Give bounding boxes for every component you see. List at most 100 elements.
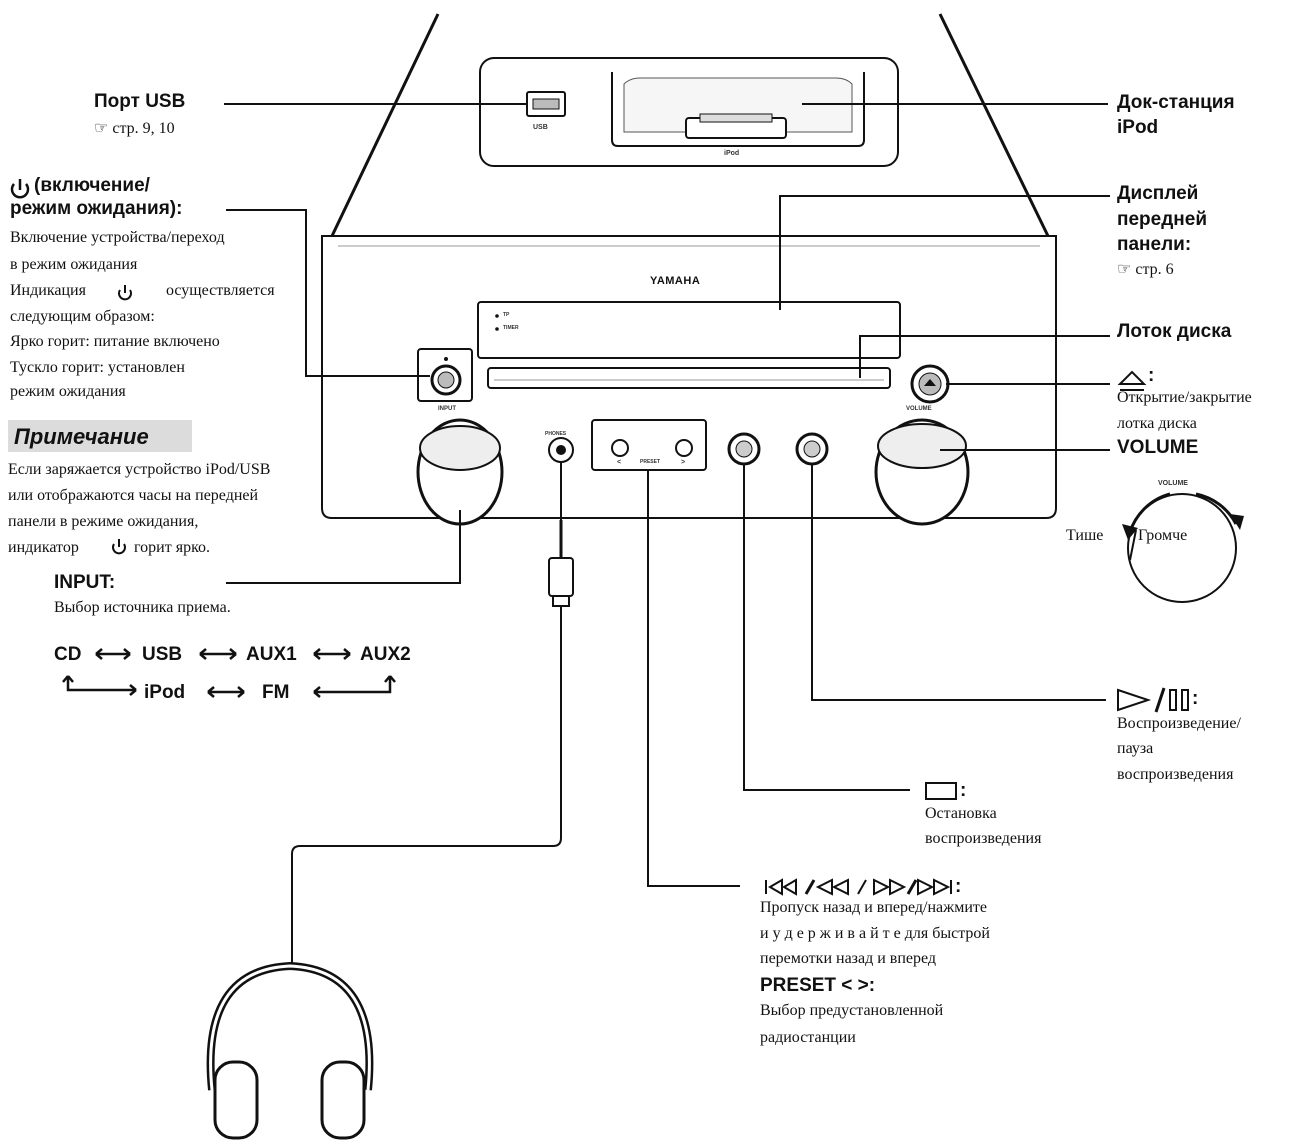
input-sequence-arrows [62,648,396,698]
skip-line: и у д е р ж и в а й т е для быстрой [760,925,990,942]
disc-tray [487,367,891,389]
stop-line: Остановка [925,805,997,822]
leader-input [226,510,461,584]
eject-button [910,364,950,404]
usb-port-label: USB [533,124,548,131]
input-knob-label: INPUT [438,406,456,412]
input-seq-item: iPod [144,682,186,703]
power-icon [10,179,30,199]
input-seq-item: AUX1 [246,644,297,665]
play-pause-line: Воспроизведение/ [1117,715,1241,732]
input-seq-item: CD [54,644,82,665]
skip-back-icon [765,878,797,896]
stop-line: воспроизведения [925,830,1042,847]
leader-tray [859,335,1110,378]
power-line: Тускло горит: установлен [10,359,185,376]
power-icons [10,179,132,555]
volume-quieter-label: Тише [1066,527,1104,544]
brand-logo: YAMAHA [650,275,701,287]
slash-icon [1154,687,1166,713]
pause-icon [1169,689,1177,711]
phones-jack [548,437,574,463]
skip-preset-panel [591,419,707,471]
power-line: Ярко горит: питание включено [10,333,220,350]
volume-dial-label: VOLUME [1158,480,1188,487]
device-body [330,13,1050,237]
volume-louder-label: Громче [1138,527,1188,544]
skip-forward-icon [917,878,952,896]
usb-callout-ref: ☞ стр. 9, 10 [94,120,175,137]
leader-lines [224,103,1110,887]
dock-callout-title-2: iPod [1117,117,1159,138]
eject-icon [1117,370,1147,391]
indicator-tp: TP [503,312,510,318]
display-callout-ref: ☞ стр. 6 [1117,261,1174,278]
play-icon [1117,688,1152,712]
stop-icon [925,782,957,800]
dock-callout-title-1: Док-станция [1117,92,1235,113]
power-icon-note [112,539,126,555]
volume-knob [874,418,970,526]
power-line: Включение устройства/переход [10,229,225,246]
fast-forward-icon [873,878,907,896]
arrow-right-icon [1230,514,1244,530]
ipod-dock-label: iPod [724,150,740,157]
display-callout-title-2: передней [1117,209,1207,230]
input-seq-item: AUX2 [360,644,411,665]
note-title: Примечание [14,424,149,449]
preset-callout-title: PRESET < >: [760,975,876,996]
power-line: режим ожидания [10,383,126,400]
skip-line: перемотки назад и вперед [760,950,937,967]
volume-callout-title: VOLUME [1117,437,1199,458]
skip-callout-title: : [955,876,962,897]
volume-knob-label: VOLUME [906,406,932,412]
play-pause-line: пауза [1117,740,1154,757]
leader-play-pause [811,465,1106,701]
display-callout-title-3: панели: [1117,234,1192,255]
play-pause-button [795,432,829,466]
display-callout-title-1: Дисплей [1117,183,1199,204]
rewind-icon [815,878,849,896]
note-line: горит ярко. [134,539,211,556]
input-seq-item: FM [262,682,290,703]
note-line: индикатор [8,539,79,556]
stop-button [727,432,761,466]
phones-label: PHONES [545,431,567,437]
note-line: Если заряжается устройство iPod/USB [8,461,271,478]
preset-line: Выбор предустановленной [760,1002,944,1019]
indicator-timer: TIMER [503,325,519,331]
eject-callout-title: : [1148,365,1155,386]
power-line: в режим ожидания [10,256,138,273]
preset-label: PRESET [640,459,661,465]
power-line: следующим образом: [10,308,155,325]
eject-line: лотка диска [1117,415,1197,432]
skip-line: Пропуск назад и вперед/нажмите [760,899,987,916]
button-symbols [765,370,1189,896]
leader-skip [647,470,740,887]
eject-line: Открытие/закрытие [1117,389,1252,406]
usb-callout-title: Порт USB [94,91,186,112]
front-display [477,301,901,359]
leader-stop [743,465,910,791]
volume-dial-diagram [1122,492,1244,603]
power-icon-inline [118,285,132,301]
headphone-cable [291,462,574,970]
leader-power [226,209,430,377]
play-pause-line: воспроизведения [1117,766,1234,783]
preset-left-label: < [617,459,622,466]
input-callout-desc: Выбор источника приема. [54,599,231,616]
dock-top [479,57,899,167]
ipod-cradle [611,72,865,147]
input-callout-title: INPUT: [54,572,116,593]
power-line: Индикация [10,282,86,299]
power-line: осуществляется [166,282,275,299]
preset-right-label: > [681,459,686,466]
tray-callout-title: Лоток диска [1117,321,1232,342]
power-button [417,348,473,402]
play-pause-callout-title: : [1192,688,1199,709]
input-seq-item: USB [142,644,183,665]
power-callout-title-1: (включение/ [34,175,150,196]
preset-line: радиостанции [760,1029,856,1046]
stop-callout-title: : [960,780,967,801]
